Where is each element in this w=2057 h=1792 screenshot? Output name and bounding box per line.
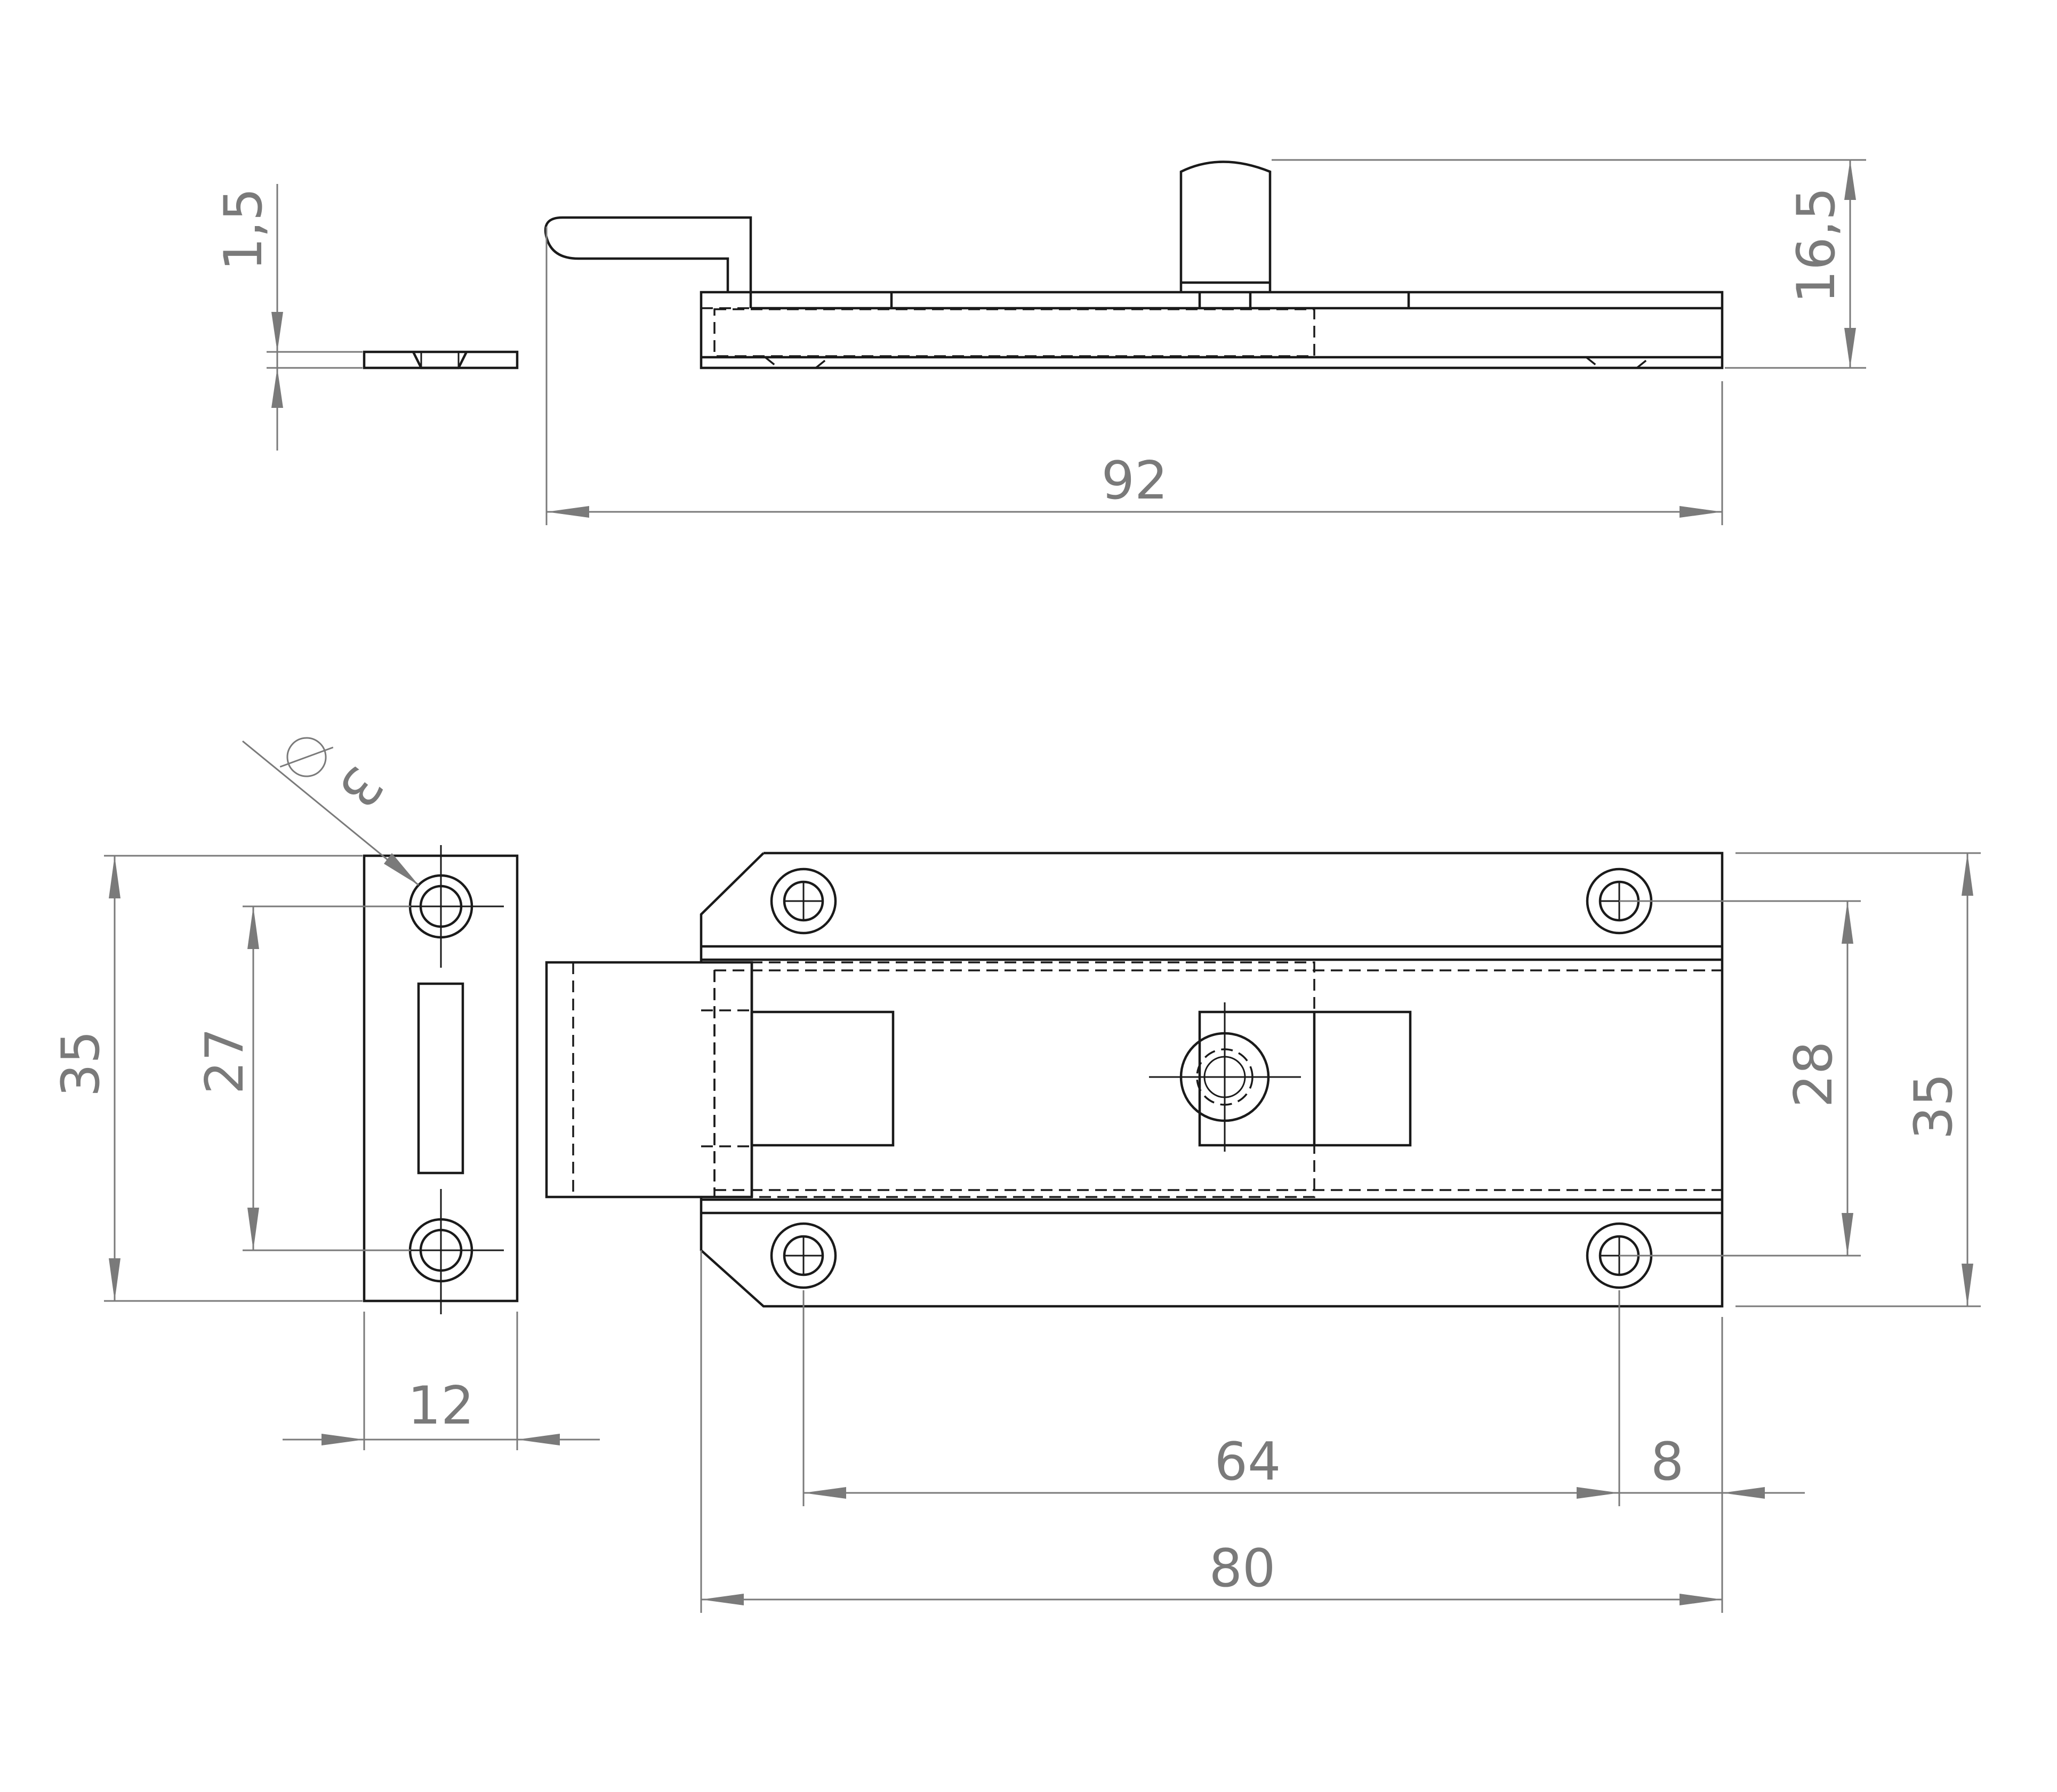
dim-bolt-height-label: 35 — [1903, 1073, 1964, 1140]
dim-keeper-width: 12 — [283, 1312, 600, 1450]
bolt-handle-end — [545, 961, 753, 1199]
dim-plate-thickness-label: 1,5 — [213, 188, 274, 271]
bolt-knob — [1149, 1002, 1301, 1152]
dim-hole-diameter: 3 — [242, 737, 419, 886]
bolt-hole-top-left — [770, 867, 837, 935]
dim-keeper-hole-spacing: 27 — [195, 905, 411, 1251]
dim-plate-thickness: 1,5 — [213, 184, 363, 451]
dim-knob-height-label: 16,5 — [1786, 187, 1847, 303]
dim-plate-length-label: 80 — [1209, 1538, 1276, 1599]
dim-hole-spacing-horizontal: 64 8 — [802, 1290, 1805, 1506]
bolt-side-profile — [544, 160, 1724, 369]
dim-hole-spacing-horizontal-label: 64 — [1215, 1432, 1281, 1492]
dim-knob-height: 16,5 — [1272, 159, 1866, 369]
bolt-front-view: 28 35 64 8 — [545, 851, 1981, 1613]
dim-bolt-hole-spacing-vertical: 28 — [1619, 900, 1861, 1257]
dim-hole-diameter-label: 3 — [326, 755, 395, 818]
keeper-side-profile — [363, 350, 519, 369]
keeper-hole-bottom — [379, 1189, 504, 1314]
bolt-plate-outline — [700, 851, 1724, 1308]
dim-keeper-height: 35 — [51, 855, 363, 1302]
dim-keeper-height-label: 35 — [51, 1031, 111, 1097]
dim-keeper-width-label: 12 — [408, 1376, 475, 1436]
keeper-front-view: 35 27 3 12 — [51, 737, 600, 1450]
diameter-symbol — [286, 737, 327, 777]
dim-bolt-hole-spacing-vertical-label: 28 — [1783, 1041, 1844, 1108]
side-view: 1,5 16,5 92 — [213, 159, 1866, 525]
dim-overall-length-label: 92 — [1102, 451, 1168, 511]
dim-overall-length: 92 — [545, 227, 1723, 525]
dim-plate-length: 80 — [700, 1250, 1723, 1613]
bolt-hole-bottom-left — [770, 1222, 837, 1289]
dim-keeper-hole-spacing-label: 27 — [195, 1028, 255, 1095]
dim-hole-edge-offset-label: 8 — [1651, 1432, 1684, 1492]
dim-bolt-height: 35 — [1735, 852, 1981, 1307]
